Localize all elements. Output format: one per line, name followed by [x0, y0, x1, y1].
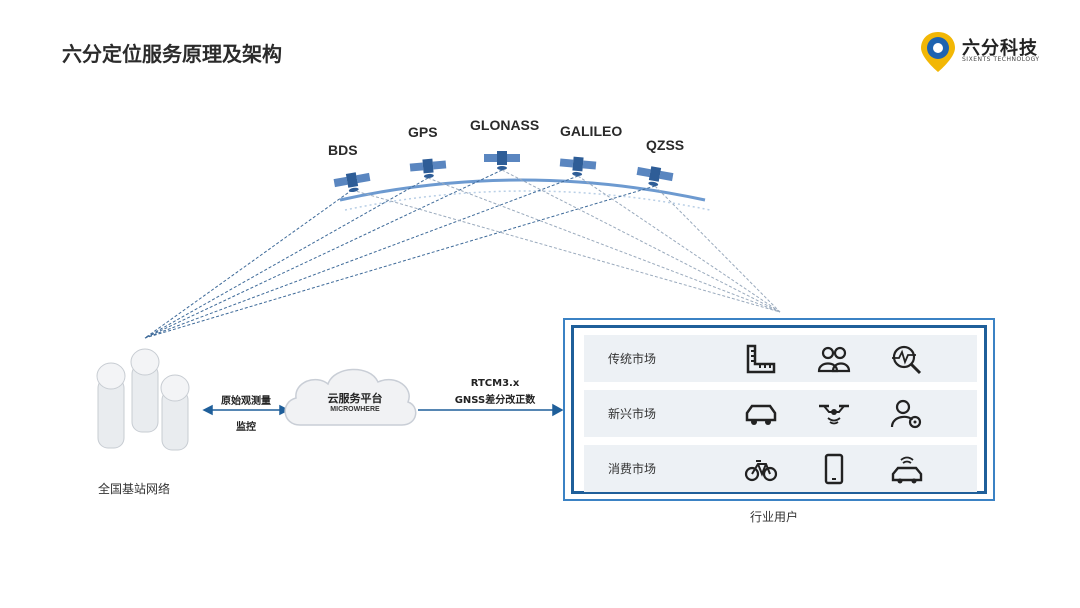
market-label: 消费市场	[608, 462, 657, 476]
rtcm-label: RTCM3.x	[470, 378, 520, 389]
industry-user-label: 行业用户	[750, 510, 799, 524]
market-row-emerging: 新兴市场	[584, 390, 977, 437]
signal-lines-users	[351, 169, 781, 313]
market-label: 新兴市场	[608, 407, 657, 421]
search-chart-icon	[892, 345, 922, 375]
market-label: 传统市场	[608, 352, 657, 366]
car-icon	[745, 404, 777, 425]
monitor-label: 监控	[236, 422, 256, 433]
station-network-label: 全国基站网络	[98, 482, 171, 496]
signal-lines-stations	[144, 169, 656, 339]
market-row-consumer: 消费市场	[584, 445, 977, 492]
cloud-users-arrow	[418, 403, 564, 417]
market-row-traditional: 传统市场	[584, 335, 977, 382]
bicycle-icon	[744, 460, 778, 482]
raw-observation-label: 原始观测量	[221, 396, 271, 407]
cloud-shape	[284, 368, 417, 426]
ruler-icon	[746, 344, 776, 374]
connected-car-icon	[891, 456, 923, 484]
gnss-correction-label: GNSS差分改正数	[454, 395, 536, 406]
cloud-platform-title: 云服务平台	[327, 392, 383, 405]
base-station-icon	[96, 362, 126, 449]
satellite-label-glonass: GLONASS	[470, 117, 540, 133]
company-logo: 六分科技 SIXENTS TECHNOLOGY	[918, 30, 1048, 74]
stations-cloud-arrow	[202, 404, 290, 416]
cloud-platform-subtitle: MICROWHERE	[330, 406, 380, 413]
satellite-label-gps: GPS	[408, 124, 438, 140]
satellite-icon	[409, 158, 447, 179]
base-station-icon	[160, 374, 190, 451]
drone-icon	[819, 404, 849, 425]
satellite-label-galileo: GALILEO	[560, 123, 623, 139]
industry-user-panel: 传统市场 新兴市场	[563, 318, 995, 501]
satellite-label-bds: BDS	[328, 142, 358, 158]
phone-icon	[824, 453, 844, 485]
satellite-label-qzss: QZSS	[646, 137, 685, 153]
logo-pin-icon	[921, 32, 955, 72]
logo-subtitle: SIXENTS TECHNOLOGY	[962, 56, 1040, 63]
satellite-icon	[484, 151, 520, 170]
people-icon	[817, 346, 851, 373]
logo-name: 六分科技	[962, 38, 1038, 59]
satellite-icon	[559, 156, 597, 177]
page-title: 六分定位服务原理及架构	[62, 42, 282, 66]
user-gear-icon	[890, 399, 922, 429]
base-station-icon	[130, 348, 160, 433]
industry-user-panel-inner: 传统市场 新兴市场	[571, 325, 987, 494]
satellite-icon	[636, 166, 674, 187]
satellite-icon	[333, 172, 371, 193]
